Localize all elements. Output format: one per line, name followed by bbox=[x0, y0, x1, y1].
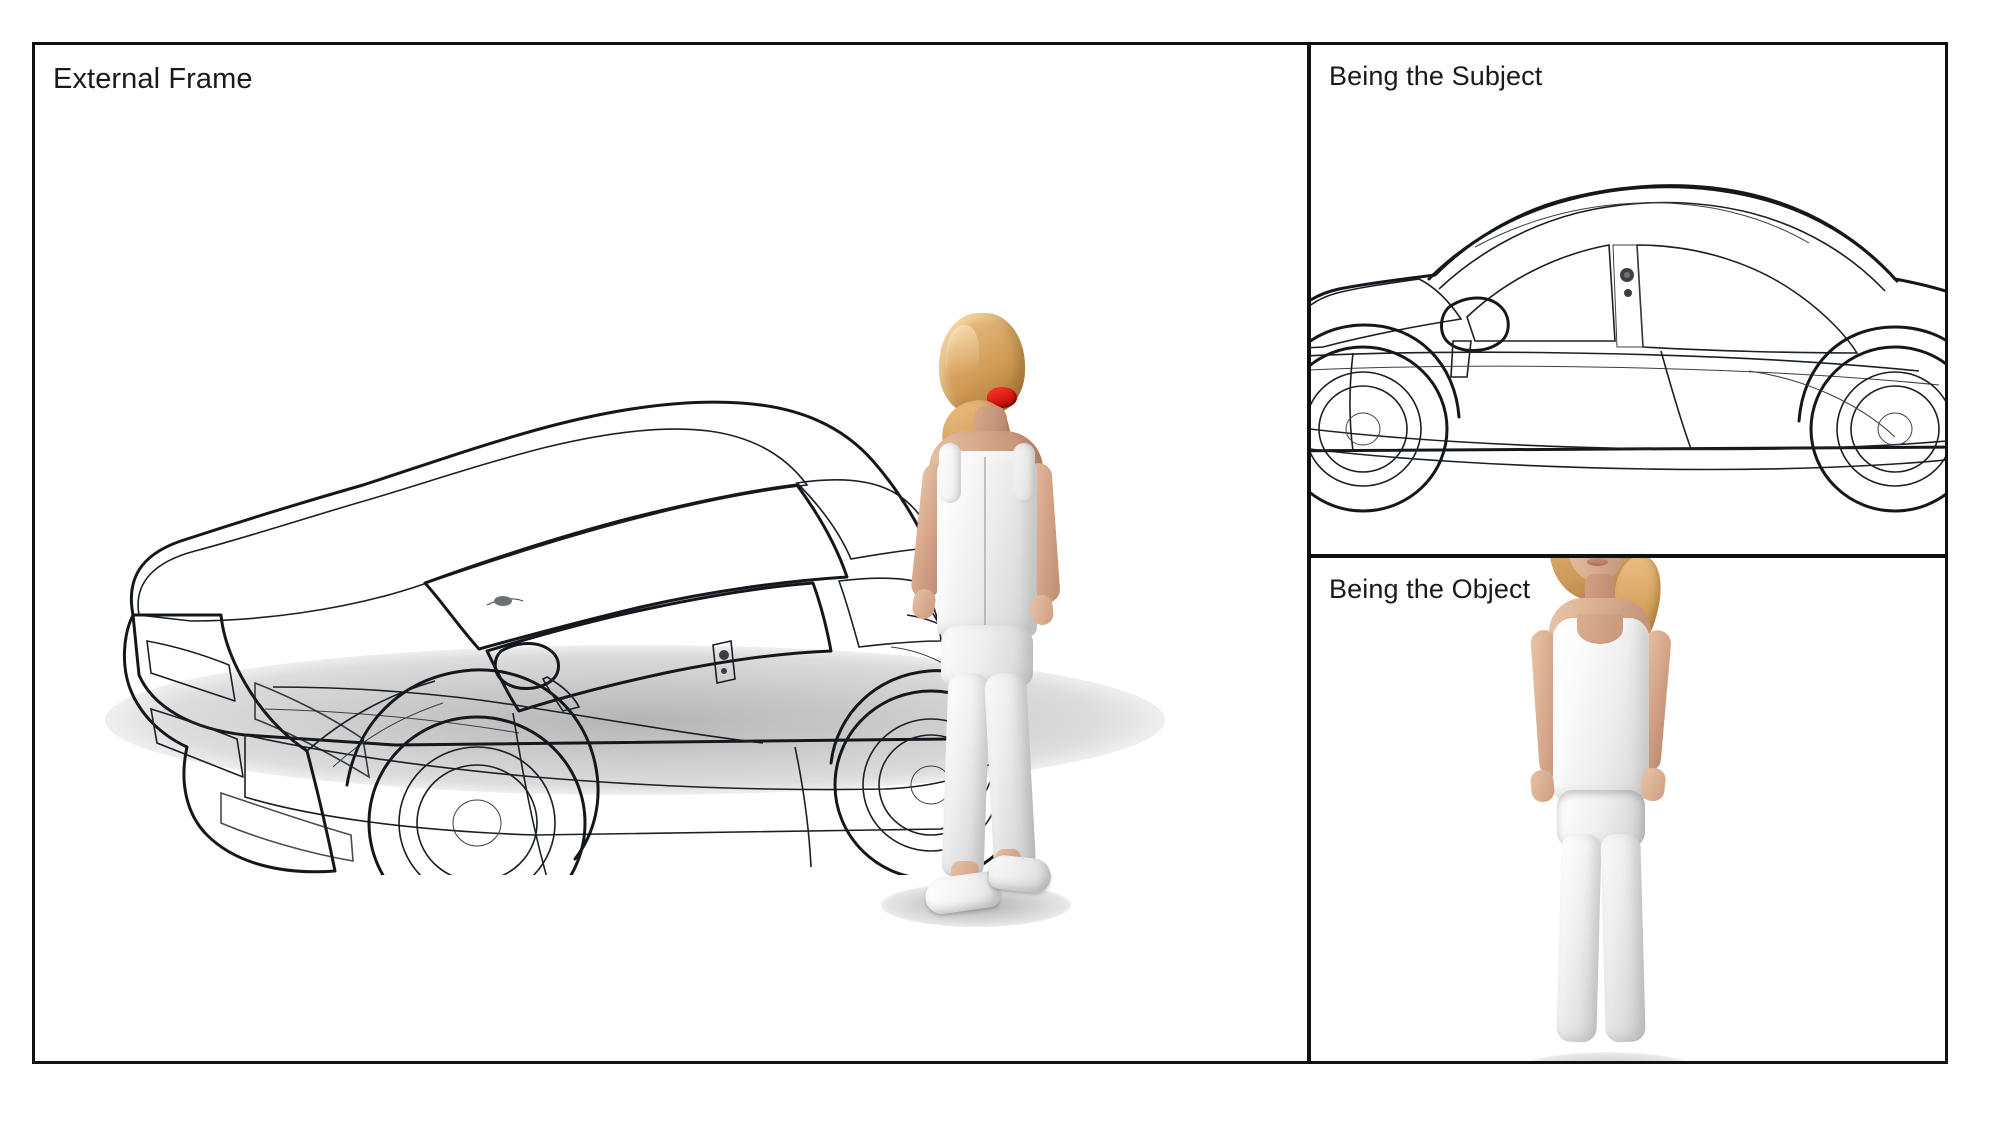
right-leg bbox=[1600, 833, 1646, 1043]
hair-tie bbox=[987, 387, 1017, 408]
panel-being-the-subject: Being the Subject bbox=[1308, 42, 1948, 557]
panel-label-being-the-subject: Being the Subject bbox=[1329, 61, 1543, 91]
panel-being-the-object: Being the Object bbox=[1308, 555, 1948, 1064]
tank-strap-left bbox=[939, 443, 961, 503]
being-the-object-scene bbox=[1311, 558, 1945, 1061]
left-hand bbox=[1529, 769, 1556, 803]
tank-top bbox=[1553, 618, 1649, 802]
being-the-subject-scene bbox=[1311, 45, 1945, 554]
right-hand bbox=[1639, 766, 1667, 803]
panel-label-external-frame: External Frame bbox=[53, 63, 253, 95]
panel-external-frame: External Frame bbox=[32, 42, 1310, 1064]
left-leg bbox=[941, 672, 991, 878]
person-shadow bbox=[1513, 1052, 1703, 1061]
person-front-view bbox=[1513, 558, 1703, 1061]
tank-neckline bbox=[1577, 614, 1623, 644]
left-hand bbox=[911, 587, 937, 621]
car-side-profile bbox=[1311, 184, 1945, 513]
tank-strap-right bbox=[1013, 443, 1035, 503]
right-shoe bbox=[987, 853, 1053, 895]
panel-label-being-the-object: Being the Object bbox=[1329, 574, 1531, 604]
left-leg bbox=[1556, 833, 1602, 1043]
external-frame-scene bbox=[35, 45, 1307, 1061]
right-leg bbox=[983, 672, 1037, 870]
person-back-view bbox=[881, 313, 1071, 927]
mouth bbox=[1587, 558, 1608, 566]
